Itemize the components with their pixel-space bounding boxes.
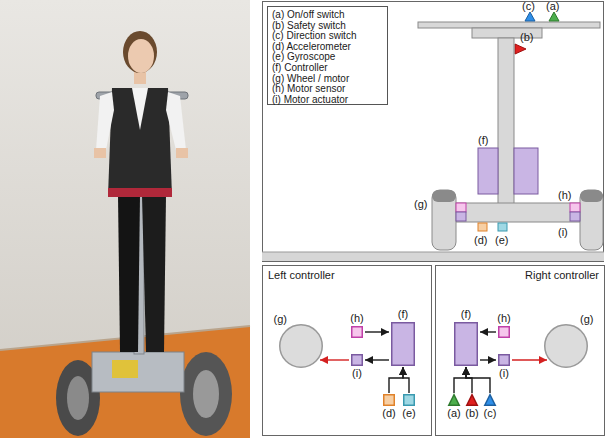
legend-entry: (f) Controller <box>272 62 328 74</box>
panel-heading: Left controller <box>268 269 335 282</box>
callout-label: (g) <box>414 198 427 210</box>
controller-box-outline <box>391 322 415 366</box>
callout-label: (h) <box>558 189 571 201</box>
sensor-square: (h) <box>351 326 363 338</box>
node-label: (f) <box>398 308 408 321</box>
panel-frame <box>263 2 604 262</box>
legend-entry: (c) Direction switch <box>272 30 356 42</box>
controller-box: (f) <box>391 322 415 366</box>
node-label: (h) <box>497 312 510 325</box>
panel-heading: Right controller <box>525 269 599 282</box>
node-label: (c) <box>484 407 497 420</box>
segway-schematic <box>262 12 604 261</box>
sensor-square-outline <box>351 326 363 338</box>
signal-arrow <box>320 359 349 360</box>
actuator-square: (i) <box>498 354 510 366</box>
signal-arrow <box>466 367 490 393</box>
signal-arrow <box>512 359 547 360</box>
legend-box <box>268 7 388 105</box>
node-label: (i) <box>352 367 362 380</box>
node-label: (i) <box>499 367 509 380</box>
sensor-square: (h) <box>498 326 510 338</box>
switch-triangle-outline <box>484 394 496 406</box>
wheel-circle: (g) <box>279 324 323 368</box>
switch-triangle-outline <box>448 394 460 406</box>
accelerometer-square-outline <box>383 394 395 406</box>
callout-label: (b) <box>520 31 533 43</box>
switch-triangle: (a) <box>448 394 460 406</box>
legend-entry: (g) Wheel / motor <box>272 73 349 85</box>
callout-label: (a) <box>546 0 559 12</box>
signal-arrow <box>365 331 389 332</box>
controller-box-outline <box>454 322 478 366</box>
legend-entry: (e) Gyroscope <box>272 51 335 63</box>
photo <box>0 0 250 438</box>
node-label: (e) <box>402 407 415 420</box>
wheel-circle-outline <box>544 324 588 368</box>
legend-entry: (d) Accelerometer <box>272 41 351 53</box>
controller-panel: Left controller (g) (h) (f) (i) (d) (e) <box>262 265 432 436</box>
legend-entry: (a) On/off switch <box>272 9 345 21</box>
callout-label: (d) <box>474 234 487 246</box>
callout-label: (c) <box>522 0 535 12</box>
legend-entry: (b) Safety switch <box>272 20 346 32</box>
sensor-square-outline <box>498 326 510 338</box>
node-label: (h) <box>350 312 363 325</box>
wheel-circle: (g) <box>544 324 588 368</box>
switch-triangle-outline <box>466 394 478 406</box>
signal-arrow <box>480 331 496 332</box>
actuator-square-outline <box>351 354 363 366</box>
callout-label: (e) <box>495 234 508 246</box>
gyroscope-square-outline <box>403 394 415 406</box>
signal-arrow <box>365 359 389 360</box>
gyroscope-square: (e) <box>403 394 415 406</box>
node-label: (d) <box>382 407 395 420</box>
signal-arrow <box>389 367 403 393</box>
signal-arrow <box>454 367 466 393</box>
actuator-square: (i) <box>351 354 363 366</box>
callout-label: (i) <box>558 226 568 238</box>
legend-entry: (h) Motor sensor <box>272 83 345 95</box>
node-label: (g) <box>274 313 287 326</box>
node-label: (b) <box>465 407 478 420</box>
node-label: (f) <box>461 308 471 321</box>
legend-entry: (i) Motor actuator <box>272 94 348 106</box>
signal-arrow <box>466 367 472 393</box>
wheel-circle-outline <box>279 324 323 368</box>
controller-box: (f) <box>454 322 478 366</box>
signal-arrow <box>480 359 496 360</box>
node-label: (a) <box>447 407 460 420</box>
switch-triangle: (b) <box>466 394 478 406</box>
actuator-square-outline <box>498 354 510 366</box>
node-label: (g) <box>580 313 593 326</box>
callout-label: (f) <box>478 134 488 146</box>
switch-triangle: (c) <box>484 394 496 406</box>
controller-panel: Right controller (f) (h) (g) (i) (a) (b) (c) <box>435 265 605 436</box>
accelerometer-square: (d) <box>383 394 395 406</box>
signal-arrow <box>403 367 409 393</box>
